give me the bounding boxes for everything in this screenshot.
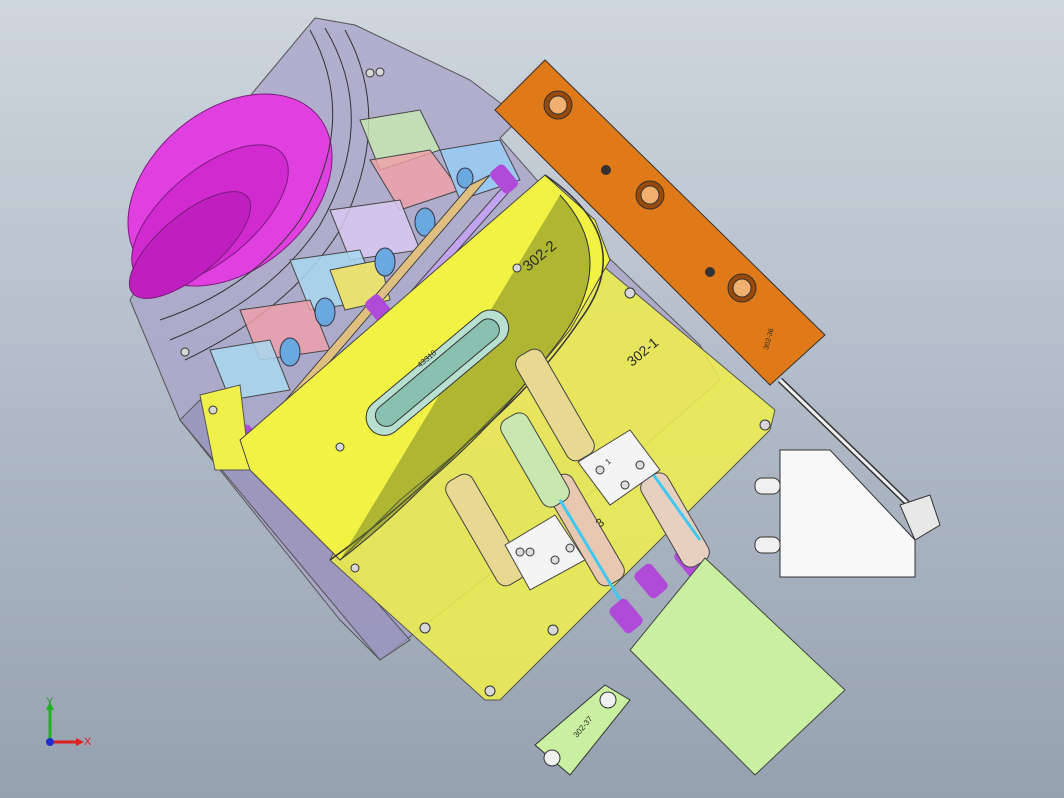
small-green-plate[interactable] xyxy=(534,684,631,776)
axis-triad: Y X xyxy=(40,696,100,760)
label-mark-1: 1 xyxy=(604,456,614,466)
x-axis-label: X xyxy=(84,736,92,748)
fastener-holes xyxy=(180,67,771,697)
magenta-cover[interactable] xyxy=(90,55,369,325)
y-axis-label: Y xyxy=(46,696,54,708)
green-slide-plate[interactable] xyxy=(629,557,846,776)
white-bracket[interactable] xyxy=(754,449,941,578)
white-mount-upper[interactable] xyxy=(577,429,661,506)
z-axis-icon xyxy=(46,738,54,746)
housing-wire-arc-2 xyxy=(169,27,352,341)
insert-stack[interactable] xyxy=(209,109,521,401)
slot-groove xyxy=(365,309,510,436)
cyan-ejector-1 xyxy=(558,499,622,601)
housing-wire-arc xyxy=(159,29,334,321)
guide-rod[interactable] xyxy=(777,377,933,528)
cyan-ejector-2 xyxy=(648,469,702,541)
slide-cylinders[interactable] xyxy=(442,346,713,590)
orange-bar[interactable] xyxy=(494,59,826,386)
white-mount-lower[interactable] xyxy=(504,514,586,591)
